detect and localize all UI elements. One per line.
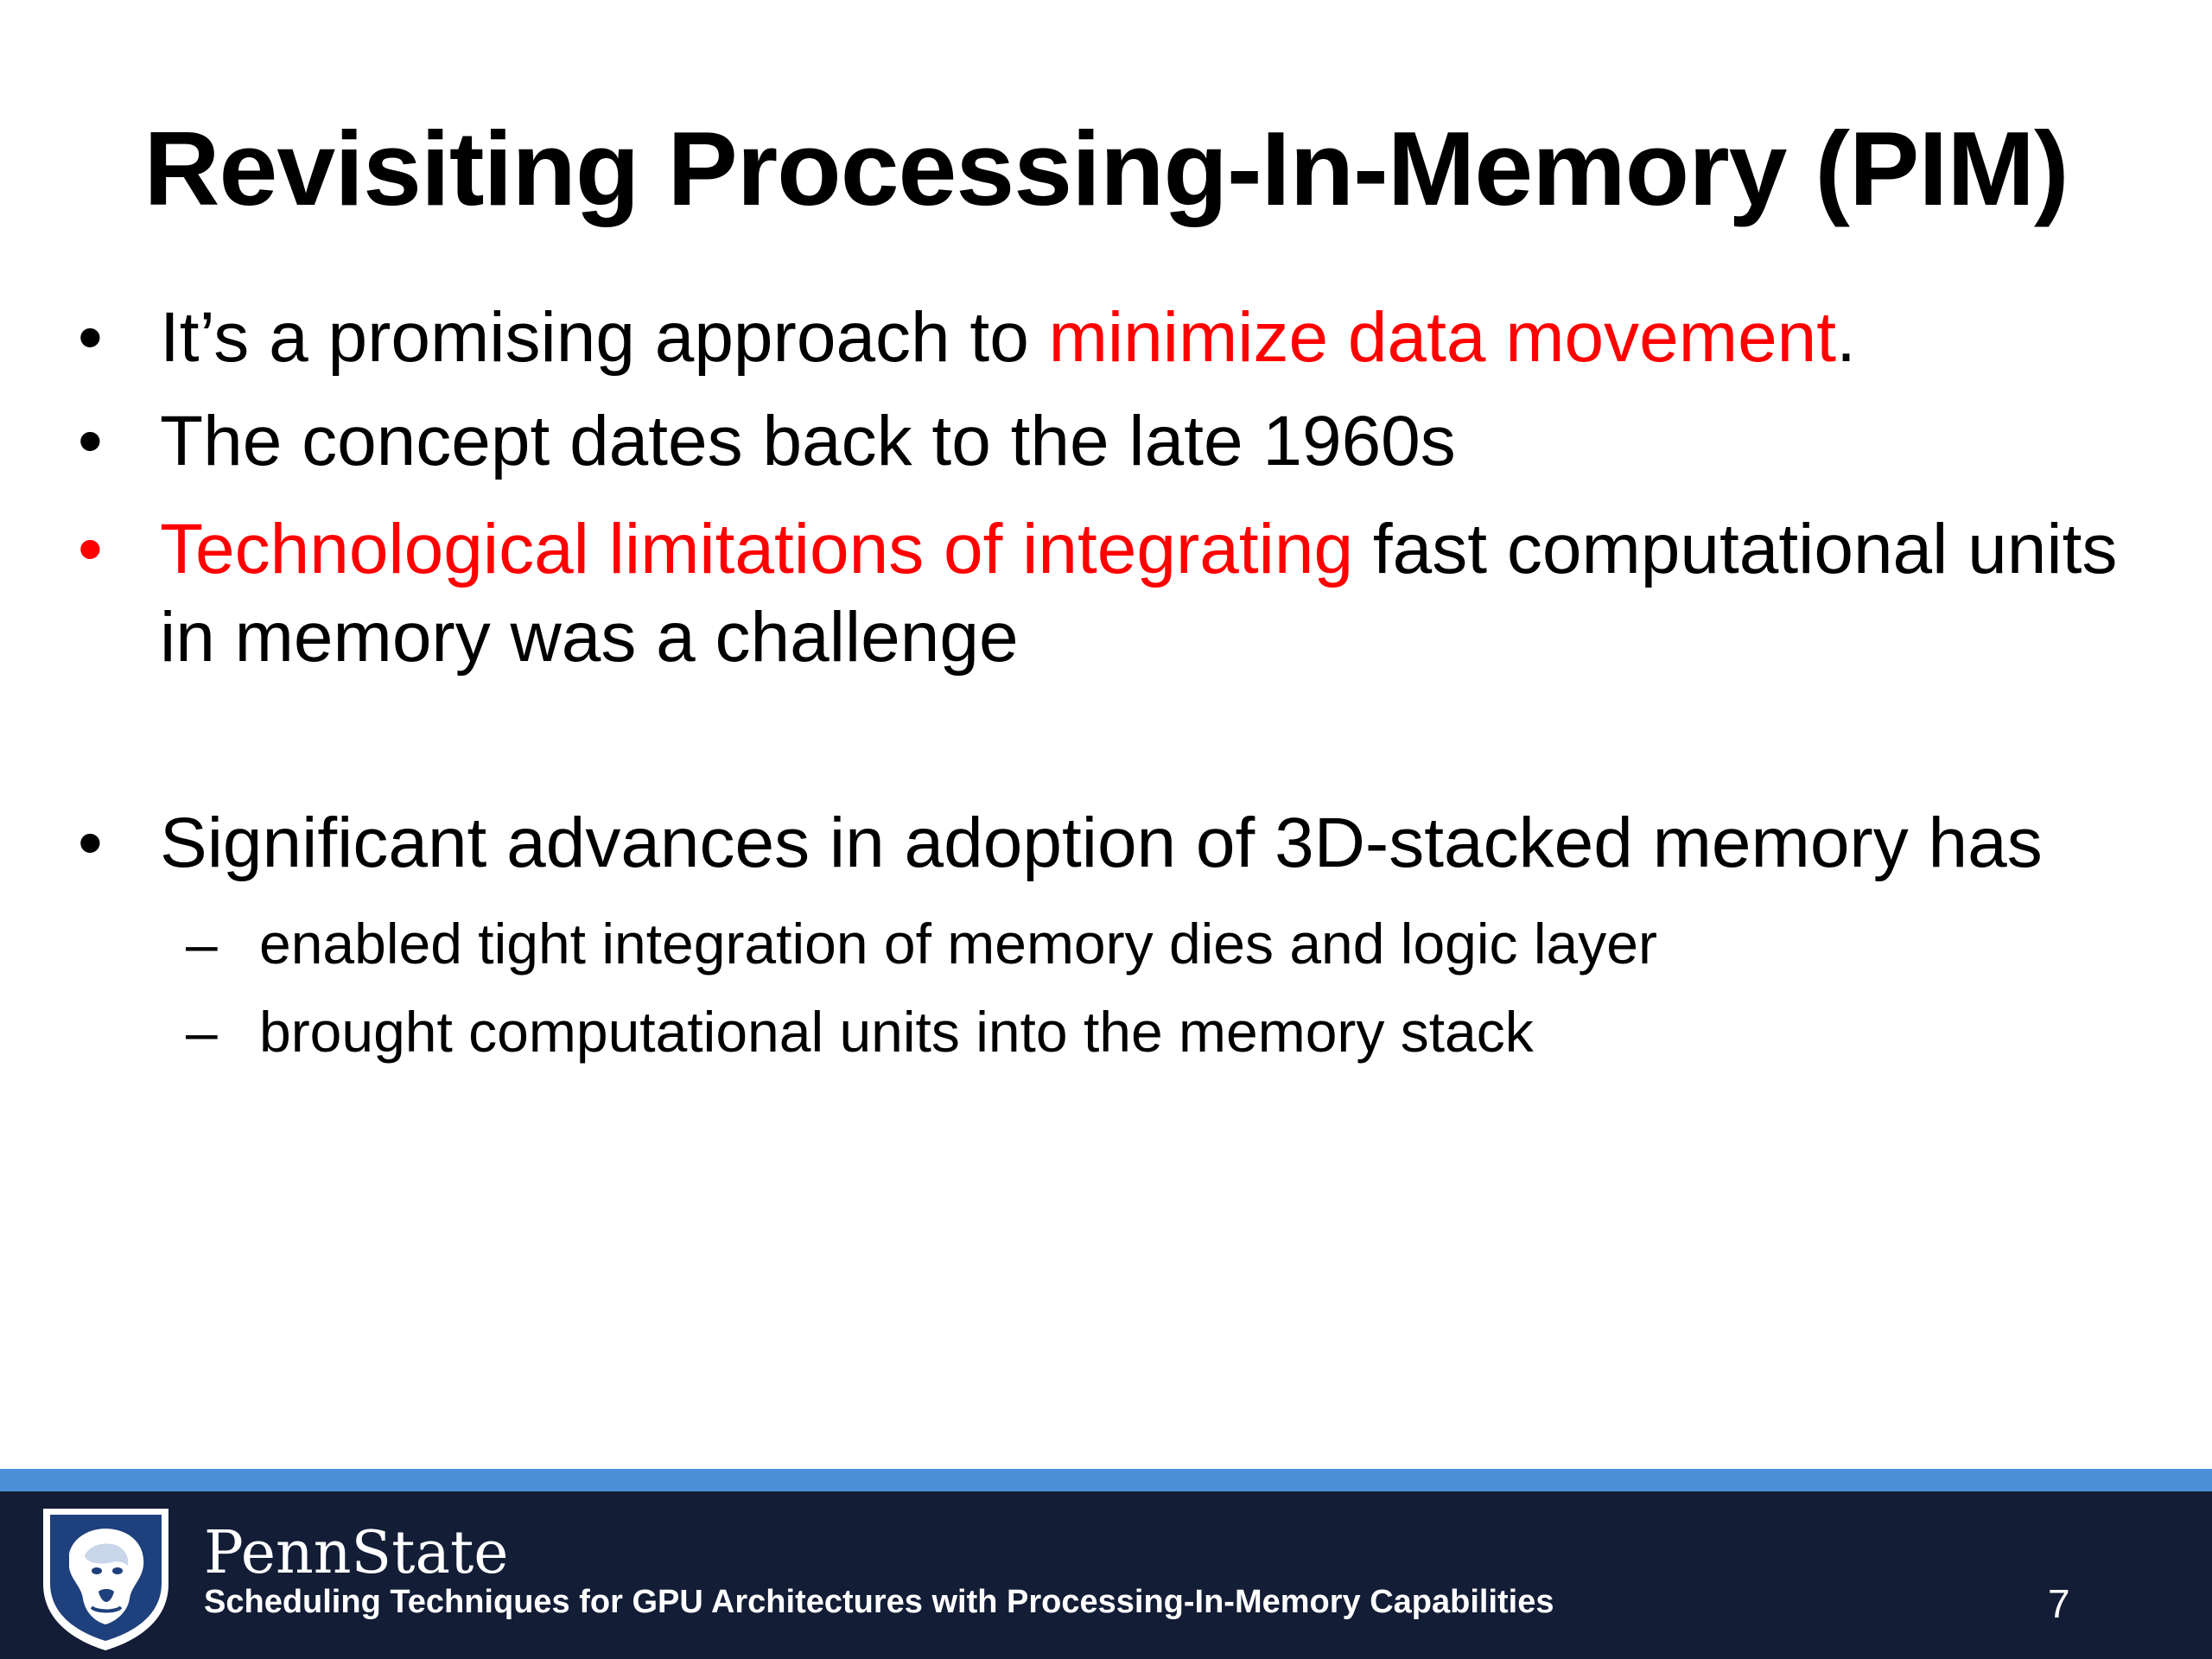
sub-bullet-text: brought computational units into the mem… [259,1000,1534,1064]
bullet-text: Significant advances in adoption of 3D-s… [160,804,2043,882]
bullet-highlight: Technological limitations of integrating [160,510,1354,588]
sub-bullet-marker: – [186,912,218,976]
footer-accent-bar [0,1469,2212,1491]
sub-bullet-item: – brought computational units into the m… [186,995,1534,1068]
penn-state-shield-lion-icon [43,1509,168,1650]
bullet-marker: • [78,298,103,377]
bullet-text-end: . [1836,298,1856,377]
bullet-text: It’s a promising approach to [160,298,1049,377]
bullet-item: • Technological limitations of integrati… [78,505,2152,682]
bullet-text: The concept dates back to the late 1960s [160,402,1456,480]
bullet-marker: • [78,510,103,588]
bullet-marker: • [78,804,103,882]
footer-bar [0,1491,2212,1659]
brand-wordmark: PennState [204,1519,509,1587]
bullet-item: • It’s a promising approach to minimize … [78,294,1856,382]
bullet-item: • Significant advances in adoption of 3D… [78,799,2043,887]
bullet-marker: • [78,402,103,480]
bullet-highlight: minimize data movement [1048,298,1837,377]
slide-title: Revisiting Processing-In-Memory (PIM) [143,110,2069,227]
bullet-text: fast computational units in memory was a… [160,510,2118,677]
sub-bullet-marker: – [186,1000,218,1064]
sub-bullet-text: enabled tight integration of memory dies… [259,912,1657,976]
footer-subtitle: Scheduling Techniques for GPU Architectu… [204,1584,1554,1620]
bullet-item: • The concept dates back to the late 196… [78,397,1456,486]
sub-bullet-item: – enabled tight integration of memory di… [186,907,1657,980]
page-number: 7 [2048,1581,2070,1626]
